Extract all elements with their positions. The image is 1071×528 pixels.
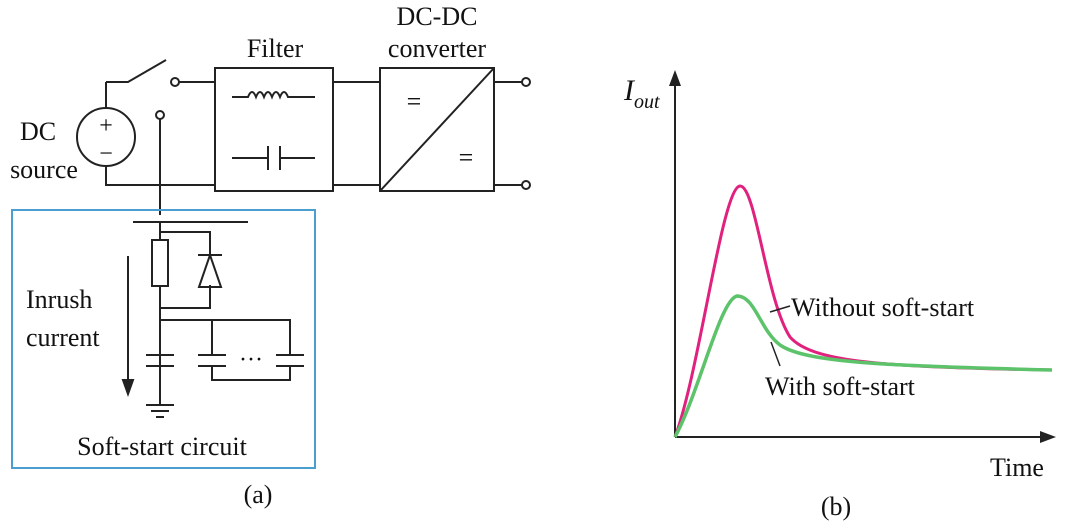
panel-label-b: (b) [821, 492, 851, 521]
switch-blade [106, 59, 167, 83]
plus-sign: + [99, 113, 113, 139]
wire-top-left [105, 82, 160, 186]
switch-contact-right [170, 77, 180, 87]
filter-box [214, 67, 334, 192]
output-terminal-bottom [521, 180, 531, 190]
ground-icon [146, 398, 174, 418]
ylabel-subscript: out [634, 91, 660, 113]
capacitor-3 [276, 354, 304, 367]
softstart-box [11, 209, 316, 469]
output-terminal-top [521, 77, 531, 87]
softstart-label: Soft-start circuit [77, 432, 247, 461]
minus-sign: − [99, 141, 113, 167]
graph-axes [674, 80, 1046, 438]
dc-label: DC [20, 117, 56, 146]
filter-label: Filter [247, 34, 304, 63]
wire-filter-to-converter [333, 81, 380, 186]
converter-input-eq: = [407, 87, 422, 116]
x-axis-arrowhead [1040, 431, 1056, 443]
source-label: source [10, 155, 78, 184]
dc-source-symbol [76, 107, 136, 167]
without-softstart-label: Without soft-start [791, 293, 975, 322]
softstart-circuit [121, 221, 304, 418]
ylabel-i: Iout [623, 74, 660, 113]
y-axis-arrowhead [669, 70, 681, 86]
diode-branch-wire [160, 231, 211, 309]
converter-diagonal [379, 67, 495, 192]
capacitor-icon [232, 146, 315, 170]
inrush-arrow-head [121, 379, 135, 397]
curve-with-softstart [673, 294, 1053, 438]
switch-contact-lower [155, 110, 165, 120]
circuit-diagram [76, 59, 531, 215]
capacitor-2 [198, 354, 226, 367]
capacitor-1 [146, 354, 174, 367]
inductor-icon [232, 91, 315, 100]
converter-label-line2: converter [388, 34, 487, 63]
diode-icon [197, 251, 223, 288]
output-wires [494, 81, 522, 186]
resistor-icon [151, 239, 169, 287]
ylabel-main: I [623, 74, 636, 107]
inrush-label-line1: Inrush [26, 285, 92, 314]
capacitor-bottom-wires [211, 366, 291, 381]
panel-label-a: (a) [244, 480, 273, 509]
capacitor-ellipsis: ··· [239, 347, 263, 373]
without-leader-line [769, 305, 791, 313]
converter-box [379, 67, 495, 192]
inrush-label-line2: current [26, 323, 100, 352]
with-softstart-label: With soft-start [765, 372, 916, 401]
with-leader-line [770, 341, 781, 367]
converter-output-eq: = [459, 143, 474, 172]
capacitor-rail [160, 319, 291, 355]
converter-label-line1: DC-DC [397, 2, 478, 31]
xlabel-time: Time [990, 453, 1044, 482]
